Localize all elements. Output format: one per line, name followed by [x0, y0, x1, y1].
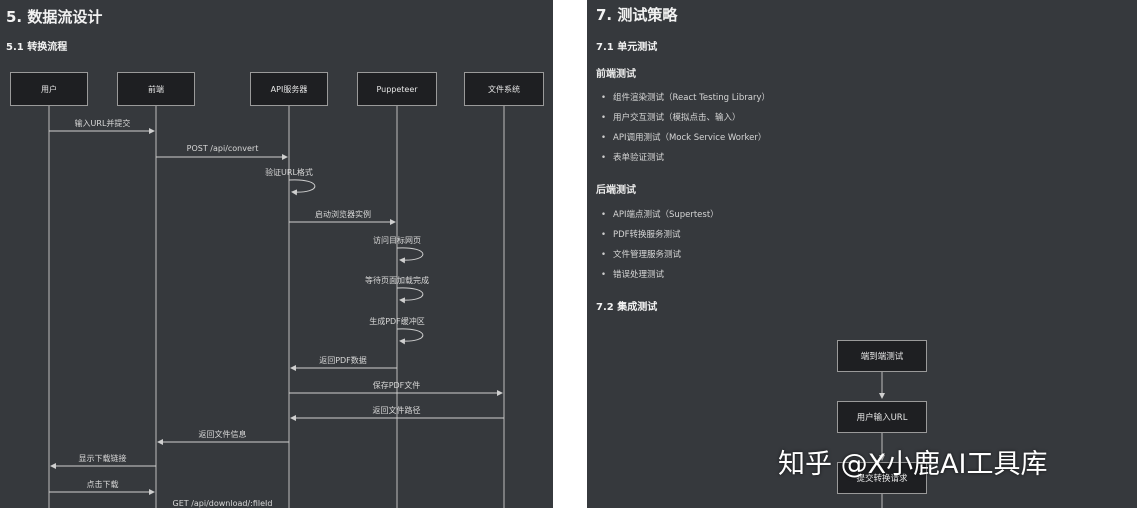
sequence-diagram [48, 106, 505, 508]
self-message-arrow [396, 247, 424, 264]
message-label: 返回文件路径 [372, 406, 421, 415]
list-item: 用户交互测试（模拟点击、输入） [601, 108, 770, 128]
flow-node-user-input-url: 用户输入URL [837, 401, 927, 433]
self-message-arrow [396, 328, 424, 345]
actor-user: 用户 [10, 72, 88, 106]
subsection-heading: 5.1 转换流程 [6, 42, 68, 53]
flow-node-submit-request: 提交转换请求 [837, 462, 927, 494]
flow-node-e2e: 端到端测试 [837, 340, 927, 372]
frontend-tests-title: 前端测试 [596, 69, 636, 80]
list-item: API端点测试（Supertest） [601, 205, 719, 225]
actor-api-server: API服务器 [250, 72, 328, 106]
list-item: 文件管理服务测试 [601, 245, 719, 265]
message-label: 返回文件信息 [198, 430, 247, 439]
list-item: 组件渲染测试（React Testing Library） [601, 88, 770, 108]
subsection-integration-tests: 7.2 集成测试 [596, 302, 658, 313]
message-label: 等待页面加载完成 [365, 276, 429, 285]
actor-file-system: 文件系统 [464, 72, 544, 106]
data-flow-panel: 5. 数据流设计 5.1 转换流程 用户 前端 API服务器 Puppeteer… [0, 0, 553, 508]
self-message-arrow [396, 287, 424, 304]
list-item: 表单验证测试 [601, 148, 770, 168]
section-heading: 5. 数据流设计 [6, 8, 103, 26]
message-label: 保存PDF文件 [372, 381, 421, 390]
list-item: 错误处理测试 [601, 265, 719, 285]
section-heading: 7. 测试策略 [596, 6, 678, 24]
subsection-unit-tests: 7.1 单元测试 [596, 42, 658, 53]
backend-tests-title: 后端测试 [596, 185, 636, 196]
message-label: POST /api/convert [186, 144, 259, 153]
message-label: 生成PDF缓冲区 [369, 317, 425, 326]
message-label: 输入URL并提交 [74, 119, 131, 128]
message-label: 点击下载 [86, 480, 119, 489]
frontend-tests-list: 组件渲染测试（React Testing Library） 用户交互测试（模拟点… [601, 88, 770, 168]
actor-frontend: 前端 [117, 72, 195, 106]
message-label: 访问目标网页 [373, 236, 421, 245]
backend-tests-list: API端点测试（Supertest） PDF转换服务测试 文件管理服务测试 错误… [601, 205, 719, 285]
message-label: 验证URL格式 [265, 168, 313, 177]
message-label: 启动浏览器实例 [315, 210, 371, 219]
message-label: 返回PDF数据 [319, 356, 367, 365]
watermark: 知乎 @X小鹿AI工具库 [778, 449, 1048, 480]
self-message-arrow [288, 179, 316, 196]
list-item: PDF转换服务测试 [601, 225, 719, 245]
list-item: API调用测试（Mock Service Worker） [601, 128, 770, 148]
actor-puppeteer: Puppeteer [357, 72, 437, 106]
message-label: 显示下载链接 [78, 454, 127, 463]
message-label: GET /api/download/:fileId [172, 499, 273, 508]
